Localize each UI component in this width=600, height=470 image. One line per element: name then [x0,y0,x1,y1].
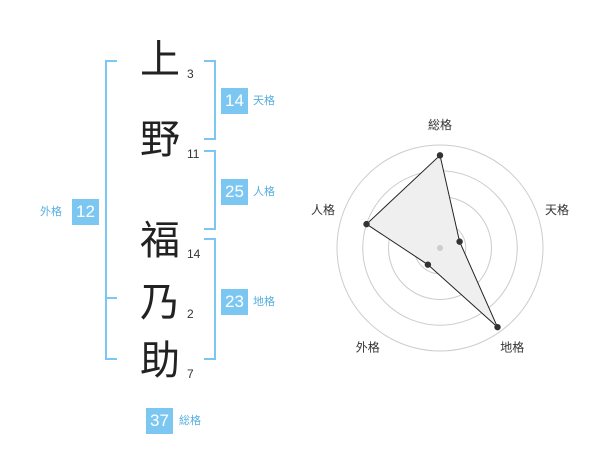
radar-axis-label-2: 天格 [545,202,569,217]
radar-point-4 [424,261,432,268]
gaikaku-label: 外格 [40,205,62,218]
jinkaku-bracket-vertical [214,150,216,230]
name-char-2: 野 [140,117,180,163]
name-char-4: 乃 [140,280,180,326]
stroke-count-2: 11 [187,147,200,161]
radar-series-polygon [365,154,498,328]
radar-point-5 [363,220,370,228]
radar-point-2 [456,238,463,245]
soukaku-score: 37 [146,408,173,434]
tenkaku-score: 14 [221,88,248,114]
radar-axis-label-1: 総格 [428,117,452,132]
tenkaku-bracket-vertical [214,60,216,140]
name-char-3: 福 [140,218,180,264]
jinkaku-score: 25 [221,179,248,205]
gaikaku-bracket-top [105,60,117,62]
gaikaku-bracket-vertical [105,60,107,360]
jinkaku-label: 人格 [253,185,275,198]
chikaku-score: 23 [221,289,248,315]
radar-point-1 [436,152,444,159]
gaikaku-score: 12 [72,199,99,225]
radar-axis-label-3: 地格 [500,340,524,355]
chikaku-bracket-vertical [214,238,216,360]
stroke-count-3: 14 [187,247,201,261]
stroke-count-5: 7 [187,367,194,381]
name-char-1: 上 [140,37,180,83]
jinkaku-bracket-bottom [204,228,216,230]
tenkaku-bracket-bottom [204,138,216,140]
stroke-count-1: 3 [187,67,194,81]
radar-grid-ring [336,144,544,352]
tenkaku-label: 天格 [253,94,275,107]
chikaku-label: 地格 [253,295,275,308]
gaikaku-bracket-mid [105,297,117,299]
chikaku-bracket-bottom [204,358,216,360]
tenkaku-bracket-top [204,60,216,62]
radar-axis-label-5: 人格 [311,202,335,217]
stroke-count-4: 2 [187,307,194,321]
radar-center-dot [437,245,443,251]
radar-point-3 [494,323,501,331]
gaikaku-bracket-bottom [105,358,117,360]
soukaku-label: 総格 [179,414,201,427]
name-char-5: 助 [140,338,180,384]
chikaku-bracket-top [204,238,216,240]
jinkaku-bracket-top [204,150,216,152]
radar-axis-label-4: 外格 [356,340,380,355]
